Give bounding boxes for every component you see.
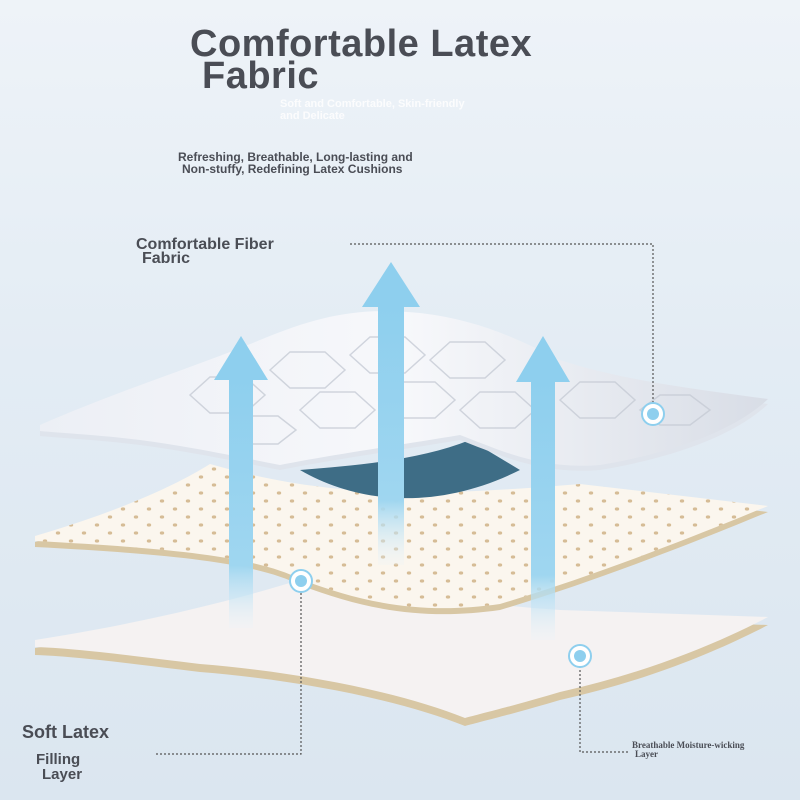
subtitle-line-1: Soft and Comfortable, Skin-friendly <box>280 98 465 110</box>
title-line-2: Fabric <box>202 55 320 97</box>
airflow-arrows <box>214 262 570 640</box>
subtitle: Soft and Comfortable, Skin-friendly and … <box>280 98 465 122</box>
callout-fiber-label: Comfortable Fiber Fabric <box>136 236 274 267</box>
callout-latex-label: Soft Latex <box>22 722 110 742</box>
marker-moisture <box>568 644 592 668</box>
marker-fiber <box>641 402 665 426</box>
title-line-1: Comfortable Latex <box>190 23 533 65</box>
page-title: Comfortable Latex Fabric <box>190 25 532 97</box>
tagline-line-2: Non-stuffy, Redefining Latex Cushions <box>182 162 403 176</box>
moisture-line-1: Breathable Moisture-wicking <box>632 740 745 750</box>
fiber-line-2: Fabric <box>142 250 191 267</box>
filling-line-1: Filling <box>36 751 81 768</box>
fiber-line-1: Comfortable Fiber <box>136 236 274 253</box>
arrow-right <box>516 336 570 640</box>
arrow-center <box>362 262 420 565</box>
filling-line-2: Layer <box>42 766 83 783</box>
arrow-left <box>214 336 268 628</box>
tagline: Refreshing, Breathable, Long-lasting and… <box>178 151 413 175</box>
filling-layer <box>35 570 768 726</box>
subtitle-line-2: and Delicate <box>280 110 345 122</box>
callout-moisture-label: Breathable Moisture-wicking Layer <box>632 741 744 759</box>
moisture-line-2: Layer <box>635 749 658 759</box>
callout-lines <box>155 243 654 755</box>
tagline-line-1: Refreshing, Breathable, Long-lasting and <box>178 150 413 164</box>
callout-filling-label: Filling Layer <box>36 752 82 782</box>
marker-latex <box>289 569 313 593</box>
